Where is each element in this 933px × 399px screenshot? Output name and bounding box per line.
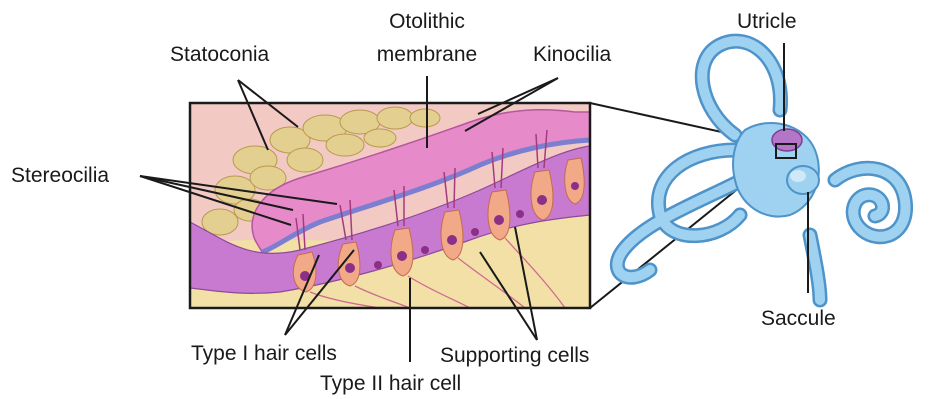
- magnified-panel: [190, 103, 590, 308]
- label-supporting-cells: Supporting cells: [440, 344, 589, 367]
- label-type-i-hair-cells: Type I hair cells: [191, 342, 337, 365]
- label-statoconia: Statoconia: [170, 43, 270, 66]
- label-otolithic-line1: Otolithic: [389, 10, 465, 33]
- inner-ear-illustration: [617, 41, 905, 300]
- label-saccule: Saccule: [761, 307, 836, 330]
- label-utricle: Utricle: [737, 10, 797, 33]
- label-otolithic-line2: membrane: [377, 43, 477, 66]
- label-kinocilia: Kinocilia: [533, 43, 612, 66]
- label-stereocilia: Stereocilia: [11, 164, 109, 187]
- label-type-ii-hair-cell: Type II hair cell: [320, 372, 461, 395]
